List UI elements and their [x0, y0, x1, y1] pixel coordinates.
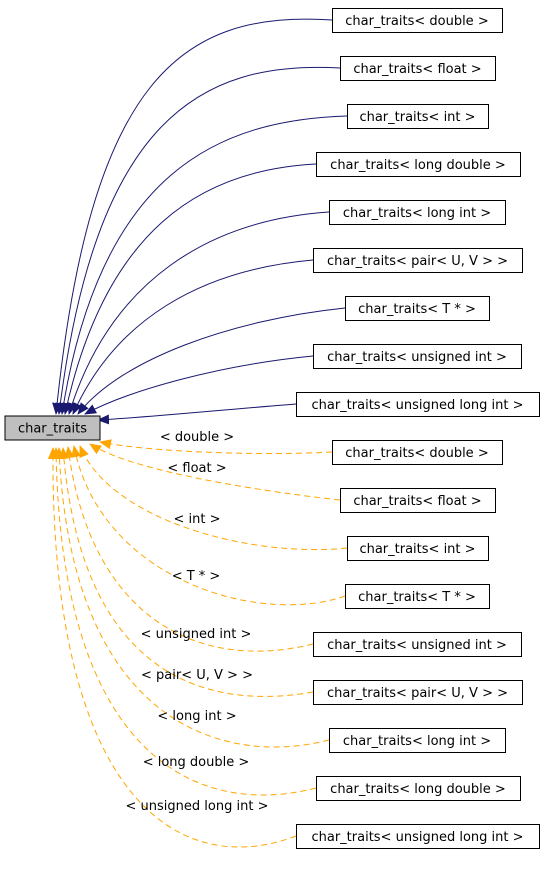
- template-argument-label: < pair< U, V > >: [141, 668, 253, 683]
- template-argument-label: < long double >: [143, 755, 250, 770]
- template-argument-label: < int >: [174, 512, 221, 527]
- class-node[interactable]: char_traits< unsigned long int >: [296, 392, 540, 417]
- inheritance-edge: [55, 66, 341, 415]
- template-instance-edge: [54, 447, 330, 748]
- template-instance-node[interactable]: char_traits< int >: [347, 536, 489, 561]
- template-instance-label: char_traits< long int >: [343, 734, 491, 749]
- class-node-label: char_traits< float >: [353, 62, 481, 77]
- class-node-label: char_traits< T * >: [358, 302, 476, 317]
- template-instance-node[interactable]: char_traits< float >: [340, 488, 496, 513]
- template-instance-edge: [47, 447, 297, 848]
- template-instance-label: char_traits< unsigned long int >: [311, 830, 523, 845]
- template-instance-label: char_traits< int >: [359, 542, 475, 557]
- class-node-label: char_traits< long double >: [330, 158, 506, 173]
- class-node[interactable]: char_traits< int >: [347, 104, 489, 129]
- template-instance-edge: [51, 447, 317, 796]
- template-instance-edge: [71, 445, 346, 606]
- class-node-label: char_traits< pair< U, V > >: [327, 254, 508, 269]
- template-instance-label: char_traits< T * >: [358, 590, 476, 605]
- class-node[interactable]: char_traits< long int >: [329, 200, 506, 225]
- class-node-label: char_traits< int >: [359, 110, 475, 125]
- template-instance-label: char_traits< unsigned int >: [327, 638, 507, 653]
- template-instance-node[interactable]: char_traits< pair< U, V > >: [313, 680, 523, 705]
- template-instance-node[interactable]: char_traits< unsigned int >: [313, 632, 522, 657]
- class-node-label: char_traits< double >: [345, 14, 488, 29]
- inheritance-edge: [84, 355, 314, 415]
- inheritance-edge: [58, 115, 348, 415]
- template-argument-label: < float >: [167, 461, 226, 476]
- class-node[interactable]: char_traits< unsigned int >: [313, 344, 522, 369]
- class-node-label: char_traits< unsigned long int >: [311, 398, 523, 413]
- class-node-label: char_traits< unsigned int >: [327, 350, 507, 365]
- root-node[interactable]: char_traits: [4, 415, 101, 441]
- template-instance-label: char_traits< double >: [345, 446, 488, 461]
- template-instance-edge: [58, 447, 314, 697]
- template-instance-label: char_traits< pair< U, V > >: [327, 686, 508, 701]
- template-instance-edge: [79, 445, 348, 551]
- template-argument-label: < long int >: [157, 709, 236, 724]
- template-instance-label: char_traits< float >: [353, 494, 481, 509]
- template-instance-edge: [89, 443, 341, 501]
- class-node[interactable]: char_traits< float >: [340, 56, 496, 81]
- template-instance-node[interactable]: char_traits< long double >: [316, 776, 521, 801]
- class-node[interactable]: char_traits< T * >: [345, 296, 490, 321]
- class-node[interactable]: char_traits< long double >: [316, 152, 521, 177]
- template-instance-node[interactable]: char_traits< double >: [332, 440, 503, 465]
- template-instance-label: char_traits< long double >: [330, 782, 506, 797]
- template-instance-node[interactable]: char_traits< T * >: [345, 584, 490, 609]
- inheritance-edge: [97, 403, 297, 425]
- class-node-label: char_traits< long int >: [343, 206, 491, 221]
- template-argument-label: < unsigned int >: [141, 627, 252, 642]
- inheritance-edge: [77, 307, 346, 415]
- template-instance-node[interactable]: char_traits< long int >: [329, 728, 506, 753]
- template-argument-label: < T * >: [172, 569, 221, 584]
- template-instance-edge: [99, 439, 333, 455]
- inheritance-edge: [62, 163, 317, 415]
- template-argument-label: < double >: [160, 430, 234, 445]
- inheritance-edge: [67, 211, 330, 415]
- inheritance-edge: [52, 18, 333, 415]
- class-node[interactable]: char_traits< pair< U, V > >: [313, 248, 523, 273]
- class-node[interactable]: char_traits< double >: [332, 8, 503, 33]
- template-instance-node[interactable]: char_traits< unsigned long int >: [296, 824, 540, 849]
- template-instance-edge: [64, 446, 314, 652]
- root-node-label: char_traits: [18, 422, 87, 437]
- inheritance-edge: [72, 259, 314, 415]
- template-argument-label: < unsigned long int >: [126, 799, 269, 814]
